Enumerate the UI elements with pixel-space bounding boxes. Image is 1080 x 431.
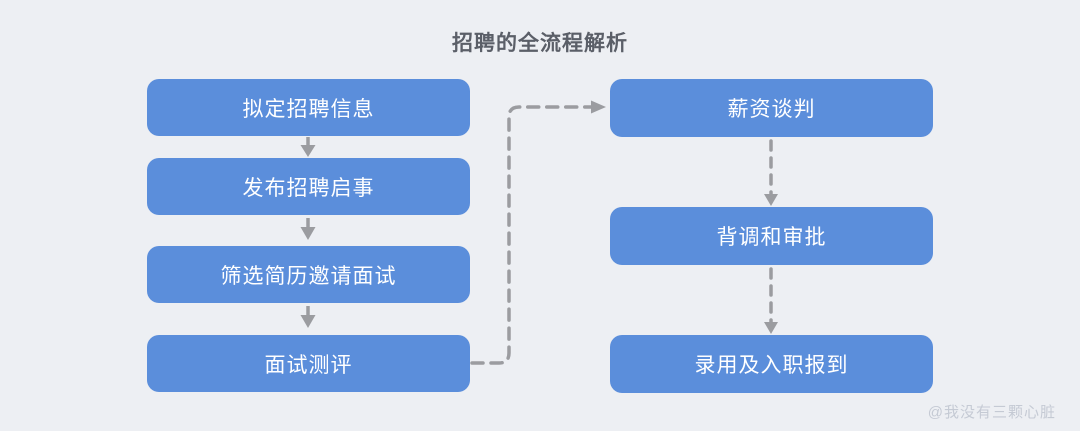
flow-node-label: 拟定招聘信息: [242, 97, 375, 121]
flow-node-label: 录用及入职报到: [694, 354, 849, 377]
flow-node-label: 背调和审批: [716, 226, 827, 249]
watermark: @我没有三颗心脏: [927, 404, 1056, 421]
arrow-draft-to-publish: [300, 137, 316, 157]
flow-node-label: 筛选简历邀请面试: [220, 264, 397, 288]
flow-node-label: 面试测评: [264, 353, 353, 377]
flow-node-interview-assessment: 面试测评: [147, 335, 470, 392]
arrow-interview-to-salary: [470, 100, 606, 365]
flow-node-label: 发布招聘启事: [242, 176, 375, 200]
arrow-salary-to-check: [764, 139, 778, 206]
flow-node-publish-job-posting: 发布招聘启事: [147, 158, 470, 215]
flow-node-hire-and-onboard: 录用及入职报到: [610, 335, 933, 393]
flow-node-background-check-approval: 背调和审批: [610, 207, 933, 265]
flow-node-screen-resumes-invite-interview: 筛选简历邀请面试: [147, 246, 470, 303]
page-title: 招聘的全流程解析: [452, 32, 628, 55]
flow-node-label: 薪资谈判: [727, 98, 816, 121]
flow-node-draft-recruitment-info: 拟定招聘信息: [147, 79, 470, 136]
arrow-publish-to-screen: [300, 218, 316, 240]
arrow-check-to-onboard: [764, 267, 778, 334]
arrow-screen-to-interview: [300, 306, 316, 328]
flow-node-salary-negotiation: 薪资谈判: [610, 79, 933, 137]
